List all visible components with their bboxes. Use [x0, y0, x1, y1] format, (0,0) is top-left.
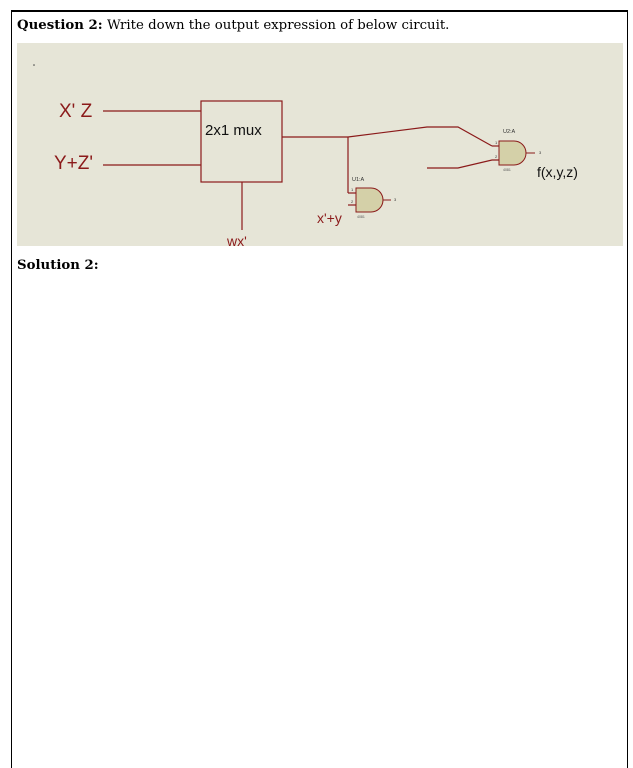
gate2-pin2: 2 [495, 154, 498, 159]
gate2-pin1: 1 [495, 140, 498, 145]
document-frame: Question 2: Write down the output expres… [11, 10, 628, 768]
question-text: Write down the output expression of belo… [102, 18, 450, 33]
gate1-pin2: 2 [351, 199, 354, 204]
gate2-ref: U2:A [503, 129, 516, 135]
solution-heading: Solution 2: [17, 258, 99, 273]
mux-label: 2x1 mux [205, 122, 262, 139]
select-label: wx' [226, 233, 247, 246]
gate2-in2-wire [427, 159, 499, 169]
gate1-pin3: 3 [394, 197, 397, 202]
and-gate-2 [498, 140, 527, 166]
question-line: Question 2: Write down the output expres… [17, 18, 449, 33]
question-label: Question 2: [17, 18, 103, 33]
gate2-part: 4081 [503, 168, 511, 172]
gate1-part: 4081 [357, 215, 365, 219]
mux-box [200, 100, 283, 183]
mux-to-gate2-wire [347, 126, 493, 147]
stray-dot [33, 64, 35, 66]
input-bottom-label: Y+Z' [54, 153, 93, 174]
circuit-svg: X' Z Y+Z' 2x1 mux wx' U1:A 1 2 3 40 [33, 64, 578, 249]
input-top-label: X' Z [59, 101, 93, 122]
gate1-input-label: x'+y [317, 210, 342, 226]
and-gate-1 [355, 187, 384, 213]
gate1-ref: U1:A [352, 177, 365, 183]
gate1-pin1: 1 [351, 187, 354, 192]
output-label: f(x,y,z) [537, 164, 578, 180]
gate2-pin3: 3 [539, 150, 542, 155]
circuit-diagram: X' Z Y+Z' 2x1 mux wx' U1:A 1 2 3 40 [17, 43, 623, 249]
